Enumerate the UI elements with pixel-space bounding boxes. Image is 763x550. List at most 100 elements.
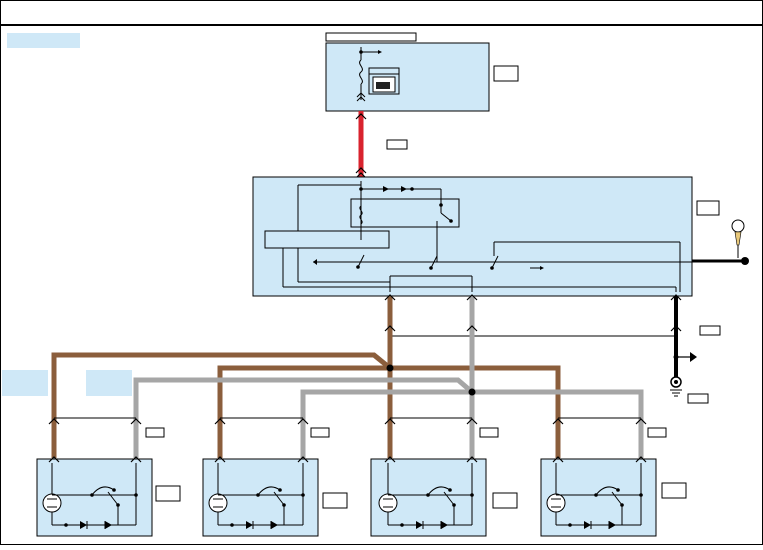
actuator-4-motor-icon [546,493,566,513]
key-switch-terminal [741,257,749,265]
power-feed-connector-box [386,139,408,150]
actuator-2-switch-arc [257,486,281,496]
actuator-2-switch-lever [273,491,285,506]
actuator-1-ref-box [155,485,181,502]
actuator-1-switch-node-2 [112,488,116,492]
actuator-2-chevron-top-1 [214,418,226,425]
brown-splice [386,364,394,372]
actuator-3-connector-box [479,427,499,438]
actuator-3-chevron-bot-1 [384,456,396,463]
side-label-1-tab[interactable] [2,370,48,396]
gray-branch-mid[interactable] [300,389,472,458]
module-switch-3-node [429,266,433,270]
actuator-2-motor-icon [208,493,228,513]
actuator-1-diode-2 [105,521,112,529]
actuator-group [36,417,687,537]
actuator-3-switch-node-2 [448,488,452,492]
module-node-2 [410,187,414,191]
module-relay-coil [359,205,363,225]
ground-wire-connector-box [699,325,721,336]
power-wire-chevron-top [355,113,367,120]
module-signal-arrowhead [540,266,544,270]
actuator-2-switch-node-1 [256,493,260,497]
module-lower-bus-arrow [313,259,317,265]
actuator-4-switch-node-1 [594,493,598,497]
actuator-1-switch-lever [107,491,119,506]
actuator-4-chevron-top-1 [552,418,564,425]
actuator-4-connector-box [647,427,667,438]
actuator-3-motor-icon [378,493,398,513]
actuator-4-node-a [568,523,572,527]
actuator-4-switch-node-2 [616,488,620,492]
fuse-connector-chevron [356,92,366,98]
actuator-4-chevron-top-2 [635,418,647,425]
actuator-1-motor-icon [42,493,62,513]
door-lock-module[interactable] [252,176,720,297]
module-node-1 [359,187,363,191]
module-node-3 [439,203,443,207]
fuse-block[interactable] [325,32,519,112]
actuator-1-switch-node-1 [90,493,94,497]
module-switch-2-node [356,265,360,269]
actuator-1-node-a [64,523,68,527]
ground-eyelet-center [674,380,678,384]
ground-point-box [687,393,709,404]
power-wire-chevron-bot-2 [355,172,367,179]
actuator-4-switch-arc [595,486,619,496]
actuator-4-switch-lever [611,491,623,506]
actuator-2-chevron-bot-1 [214,456,226,463]
actuator-3-ref-box [492,492,518,509]
actuator-1-connector-box [145,427,165,438]
fuse-connector-chevron-2 [356,96,366,102]
module-connector-chevrons [384,294,682,332]
fuse-icon-fill [376,82,390,89]
actuator-1-switch-arc [91,486,115,496]
actuator-4-ref-box [661,482,687,499]
actuator-3-switch-node-1 [426,493,430,497]
key-icon[interactable] [731,219,745,233]
brown-branch-left[interactable] [51,352,392,458]
actuator-3-switch-arc [427,486,451,496]
relay-coil-box [350,198,460,228]
actuator-2-ref-box [322,492,348,509]
module-diode-1 [383,186,389,192]
gray-branch-right[interactable] [472,389,644,458]
legend-tab[interactable] [7,33,80,48]
controller-box [264,230,390,249]
ground-branch-node [673,354,679,360]
brown-branch-mid[interactable] [217,365,390,458]
actuator-1-chevron-bot-1 [48,456,60,463]
actuator-3-chevron-bot-2 [466,456,478,463]
actuator-2-chevron-top-2 [297,418,309,425]
module-switch-2 [357,254,365,268]
fuse-block-title-bar [325,32,417,42]
actuator-4-diode-2 [609,521,616,529]
actuator-1-chevron-top-2 [130,418,142,425]
module-switch-3 [430,255,438,269]
actuator-4-chevron-bot-2 [635,456,647,463]
actuator-4-diode-1 [584,521,591,529]
actuator-3-switch-lever [443,491,455,506]
fuse-bus-arrowhead [378,50,382,54]
actuator-2-diode-1 [246,521,253,529]
module-diode-2 [401,186,407,192]
module-switch-4-node [490,266,494,270]
ground-branch-arrow [690,352,697,362]
actuator-1-chevron-bot-2 [130,456,142,463]
brown-branch-right[interactable] [390,365,561,458]
fuse-bus-node [359,50,363,54]
gray-splice [468,388,476,396]
actuator-2-diode-2 [271,521,278,529]
actuator-3-chevron-top-1 [384,418,396,425]
module-switch-1 [440,212,452,222]
actuator-3-chevron-top-2 [466,418,478,425]
actuator-3-diode-1 [416,521,423,529]
side-label-2-tab[interactable] [86,370,132,396]
actuator-3-node-a [400,523,404,527]
module-switch-4 [491,255,499,269]
actuator-2-connector-box [310,427,330,438]
actuator-3-diode-2 [441,521,448,529]
actuator-4-chevron-bot-1 [552,456,564,463]
actuator-2-chevron-bot-2 [297,456,309,463]
